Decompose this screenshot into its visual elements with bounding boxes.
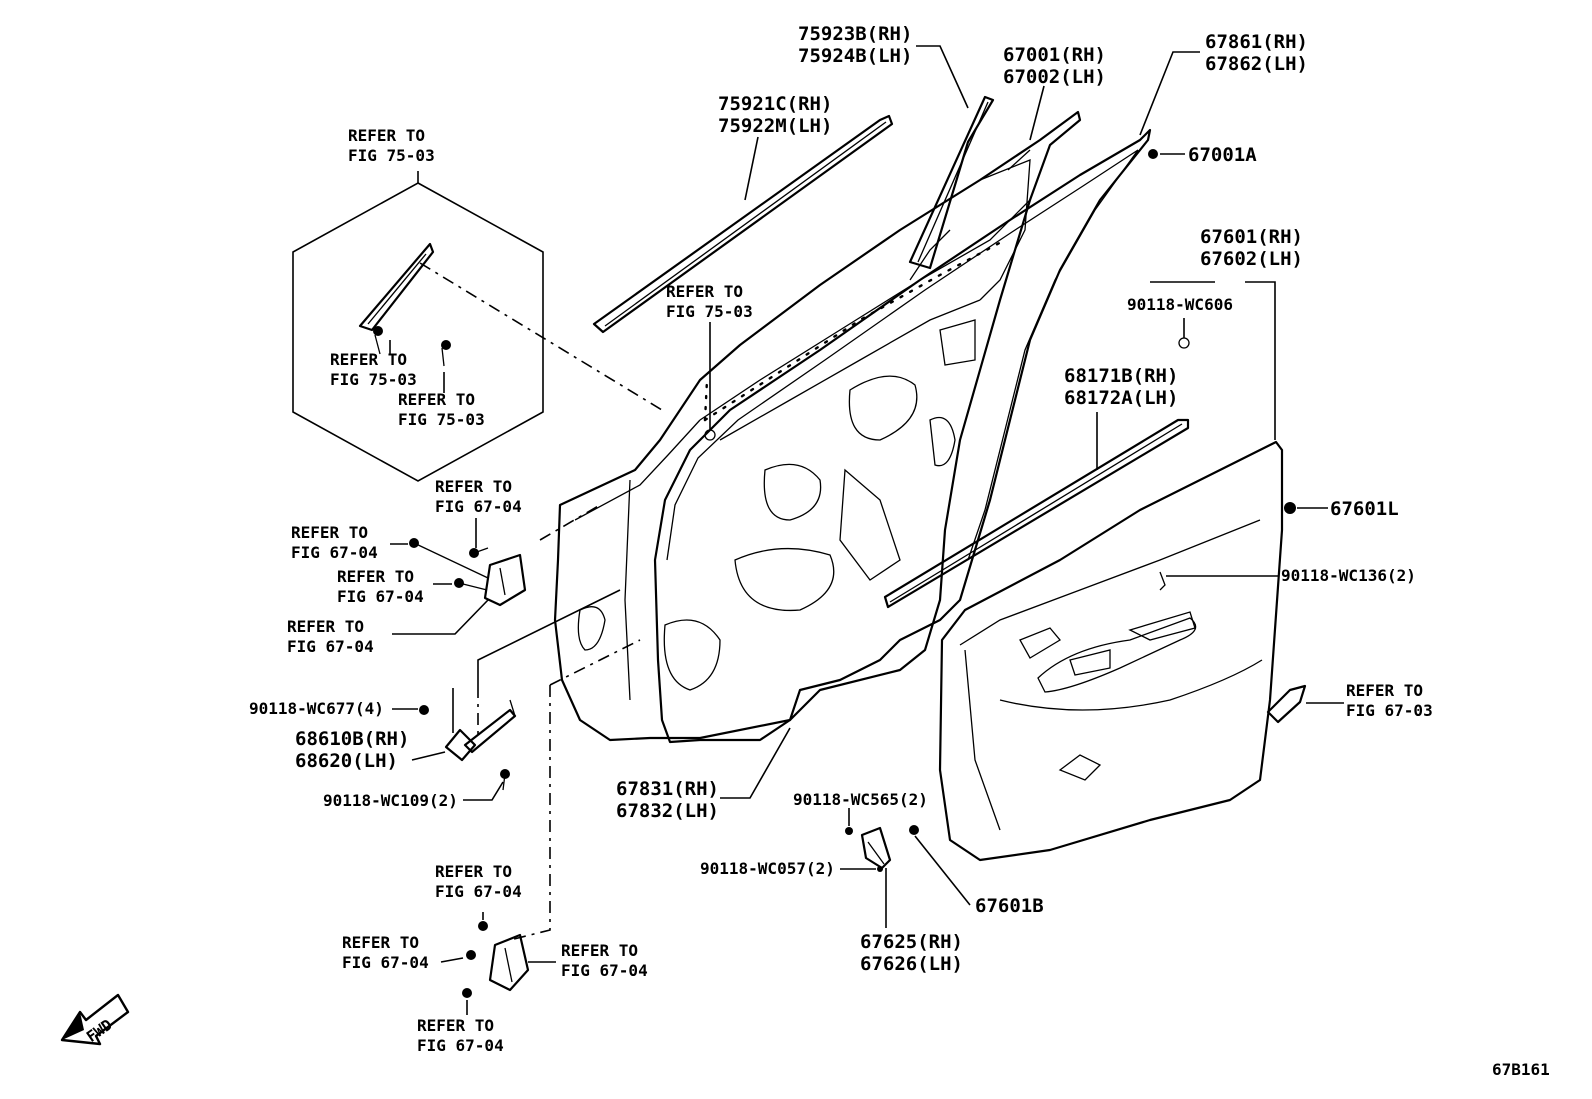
label-67002: 67002(LH)	[1003, 66, 1106, 88]
refer-fig-67-04: FIG 67-04	[435, 882, 522, 901]
refer-to-text: REFER TO	[561, 941, 638, 960]
belt-moulding	[883, 418, 1190, 609]
label-68171B: 68171B(RH)	[1064, 365, 1178, 387]
label-75922M: 75922M(LH)	[718, 115, 832, 137]
part-labels: 75923B(RH) 75924B(LH) 67001(RH) 67002(LH…	[249, 23, 1416, 975]
label-67601B: 67601B	[975, 895, 1044, 917]
refer-to-text: REFER TO	[342, 933, 419, 952]
label-90118-WC057: 90118-WC057(2)	[700, 859, 835, 878]
refer-to-text: REFER TO	[435, 477, 512, 496]
refer-to-text: REFER TO	[435, 862, 512, 881]
screw-wc136-icon	[1159, 571, 1166, 591]
door-trim-board	[938, 440, 1284, 862]
refer-to-text: REFER TO	[330, 350, 407, 369]
refer-fig-67-04: FIG 67-04	[342, 953, 429, 972]
label-75921C: 75921C(RH)	[718, 93, 832, 115]
label-67832: 67832(LH)	[616, 800, 719, 822]
division-bar	[908, 95, 995, 270]
refer-fig-67-04: FIG 67-04	[435, 497, 522, 516]
label-90118-WC677: 90118-WC677(4)	[249, 699, 384, 718]
refer-to-text: REFER TO	[337, 567, 414, 586]
leader-lines	[389, 45, 1344, 1015]
label-67001: 67001(RH)	[1003, 44, 1106, 66]
refer-fig-75-03: FIG 75-03	[348, 146, 435, 165]
label-90118-WC565: 90118-WC565(2)	[793, 790, 928, 809]
label-67626: 67626(LH)	[860, 953, 963, 975]
refer-to-text: REFER TO	[417, 1016, 494, 1035]
screw-wc606-icon	[1178, 337, 1190, 349]
quarter-glass	[358, 242, 451, 367]
door-check	[419, 699, 517, 791]
label-67862: 67862(LH)	[1205, 53, 1308, 75]
refer-fig-67-04: FIG 67-04	[337, 587, 424, 606]
label-67861: 67861(RH)	[1205, 31, 1308, 53]
label-67601L: 67601L	[1330, 498, 1399, 520]
front-door-panel	[553, 110, 1082, 742]
refer-to-text: REFER TO	[1346, 681, 1423, 700]
refer-to-text: REFER TO	[287, 617, 364, 636]
refer-fig-67-03: FIG 67-03	[1346, 701, 1433, 720]
refer-to-text: REFER TO	[291, 523, 368, 542]
fwd-arrow-icon	[60, 993, 130, 1046]
refer-to-text: REFER TO	[398, 390, 475, 409]
refer-fig-75-03: FIG 75-03	[330, 370, 417, 389]
door-weatherstrip	[653, 128, 1152, 744]
clip-67001A-icon	[1148, 149, 1158, 159]
label-75924B: 75924B(LH)	[798, 45, 912, 67]
label-67601: 67601(RH)	[1200, 226, 1303, 248]
label-67625: 67625(RH)	[860, 931, 963, 953]
refer-fig-67-04: FIG 67-04	[287, 637, 374, 656]
clip-67601L-icon	[1284, 502, 1296, 514]
detail-hexagon	[292, 182, 544, 482]
window-glass-run-strip	[592, 114, 894, 334]
diagram-id: 67B161	[1492, 1060, 1550, 1079]
refer-fig-75-03: FIG 75-03	[666, 302, 753, 321]
label-75923B: 75923B(RH)	[798, 23, 912, 45]
label-90118-WC606: 90118-WC606	[1127, 295, 1233, 314]
upper-hinge	[409, 538, 527, 607]
label-67001A: 67001A	[1188, 144, 1257, 166]
label-68610B: 68610B(RH)	[295, 728, 409, 750]
label-67831: 67831(RH)	[616, 778, 719, 800]
lock-bracket	[845, 825, 919, 872]
lower-hinge	[462, 921, 530, 998]
refer-fig-75-03: FIG 75-03	[398, 410, 485, 429]
refer-to-text: REFER TO	[348, 126, 425, 145]
label-67602: 67602(LH)	[1200, 248, 1303, 270]
refer-to-text: REFER TO	[666, 282, 743, 301]
refer-fig-67-04: FIG 67-04	[417, 1036, 504, 1055]
dashed-guides	[419, 262, 663, 941]
label-90118-WC109: 90118-WC109(2)	[323, 791, 458, 810]
label-68620: 68620(LH)	[295, 750, 398, 772]
label-90118-WC136: 90118-WC136(2)	[1281, 566, 1416, 585]
label-68172A: 68172A(LH)	[1064, 387, 1178, 409]
refer-callouts: REFER TO FIG 75-03 REFER TO FIG 75-03 RE…	[287, 126, 1433, 1055]
ref-67-03-piece	[1266, 684, 1307, 724]
refer-fig-67-04: FIG 67-04	[561, 961, 648, 980]
refer-fig-67-04: FIG 67-04	[291, 543, 378, 562]
